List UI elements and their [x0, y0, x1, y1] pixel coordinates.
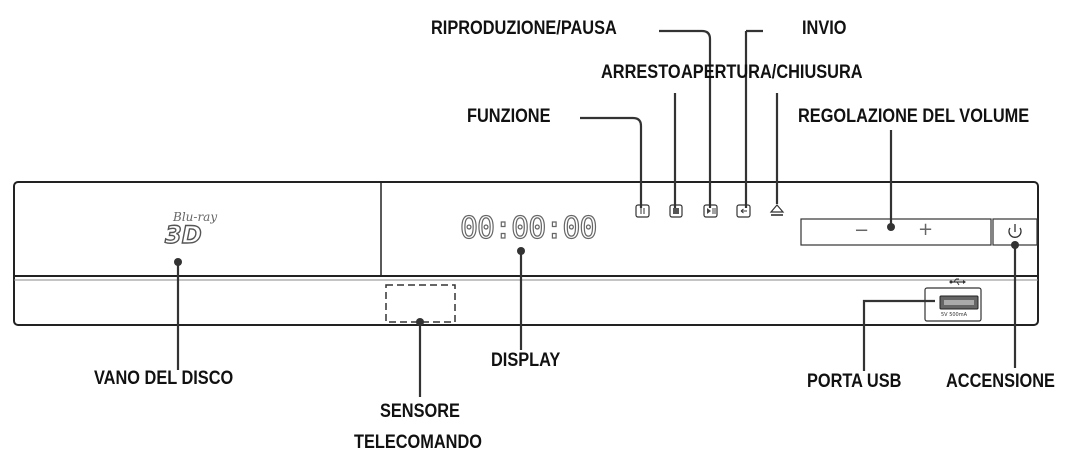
label-display: DISPLAY [491, 350, 561, 371]
volume-plus-button[interactable]: + [918, 219, 934, 240]
leader-funzione [580, 116, 643, 208]
volume-panel [800, 218, 992, 246]
usb-icon [949, 278, 966, 286]
label-apertura-chiusura: APERTURA/CHIUSURA [681, 62, 863, 83]
remote-sensor-window [385, 284, 456, 323]
usb-port[interactable] [924, 287, 982, 322]
bluray-logo-text: Blu-ray [173, 210, 218, 224]
label-riproduzione-pausa: RIPRODUZIONE/PAUSA [431, 18, 617, 39]
label-funzione: FUNZIONE [467, 106, 551, 127]
eject-icon[interactable] [769, 204, 785, 216]
label-arresto: ARRESTO [601, 62, 681, 83]
label-vano-disco: VANO DEL DISCO [94, 368, 234, 389]
leader-riproduzione [659, 29, 712, 208]
leader-lines [176, 29, 1017, 397]
power-icon[interactable] [1008, 224, 1022, 238]
leader-usb [862, 299, 935, 371]
label-regolazione-volume: REGOLAZIONE DEL VOLUME [798, 106, 1030, 127]
enter-icon[interactable] [736, 204, 751, 218]
leader-dots [174, 223, 1019, 326]
display-readout: 00:00:00 [459, 210, 598, 246]
label-invio: INVIO [802, 18, 847, 39]
usb-rating: 5V 500mA [941, 312, 968, 318]
device-body [13, 181, 1039, 326]
label-porta-usb: PORTA USB [807, 371, 902, 392]
volume-minus-button[interactable]: − [854, 220, 870, 241]
3d-logo: 3D [164, 220, 202, 249]
label-telecomando: TELECOMANDO [354, 432, 482, 453]
label-sensore: SENSORE [380, 401, 460, 422]
function-icon[interactable] [635, 204, 650, 218]
label-accensione: ACCENSIONE [946, 371, 1055, 392]
